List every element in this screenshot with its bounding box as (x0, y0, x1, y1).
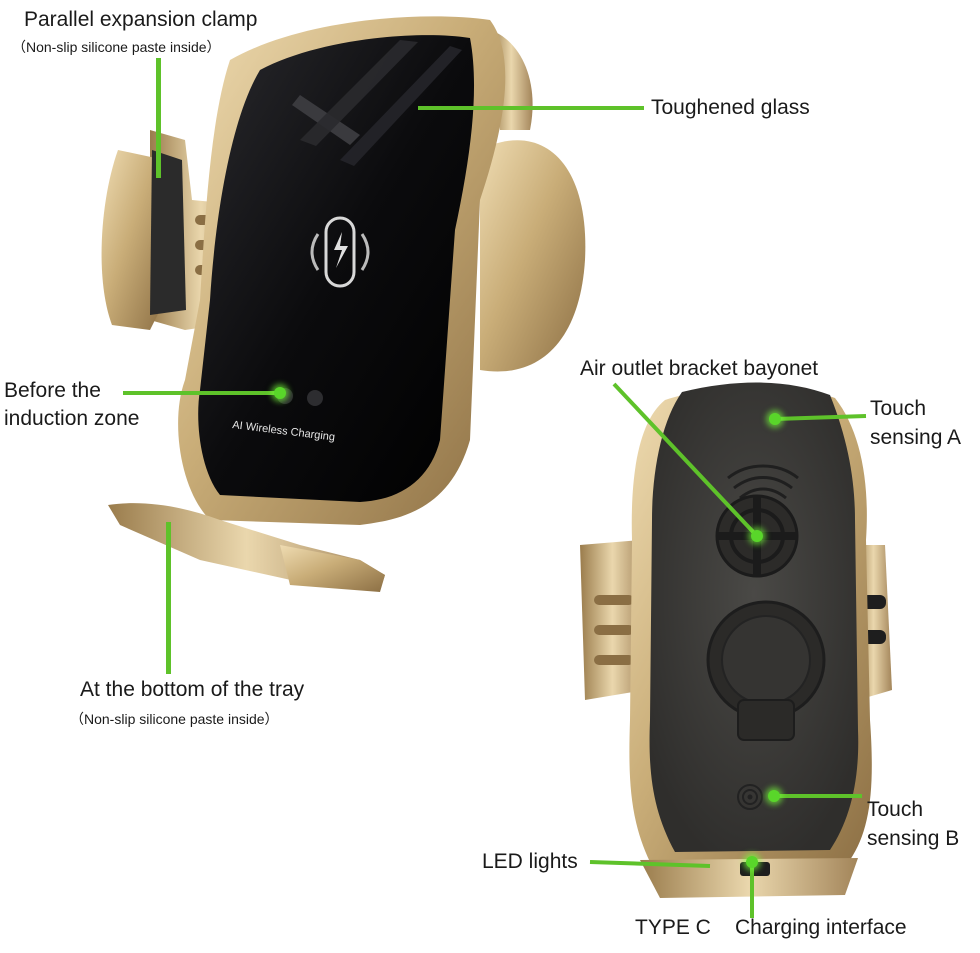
touch-b-marker (768, 790, 780, 802)
label-bayonet: Air outlet bracket bayonet (580, 357, 819, 380)
back-charger (580, 382, 892, 898)
leader-line-clamp (156, 58, 161, 178)
leader-line-induction (123, 391, 278, 395)
type-c-marker (746, 856, 758, 868)
front-charger: AI Wireless Charging (101, 16, 586, 592)
fingerprint-icon (737, 784, 763, 810)
induction-point-marker (274, 387, 286, 399)
leader-line-glass (418, 106, 644, 110)
wireless-charging-icon (310, 216, 370, 288)
label-touch-b-1: Touch (867, 798, 924, 821)
label-touch-a-1: Touch (870, 397, 927, 420)
right-clamp-pad (480, 140, 586, 372)
label-clamp-note: （Non-slip silicone paste inside） (12, 39, 221, 55)
toughened-glass (198, 35, 475, 502)
label-led: LED lights (482, 850, 578, 873)
label-touch-a-2: sensing A (870, 426, 962, 449)
label-induction-1: Before the (4, 379, 101, 402)
label-glass: Toughened glass (651, 96, 810, 119)
label-induction-2: induction zone (4, 407, 140, 430)
label-charging: Charging interface (735, 916, 907, 939)
bayonet-marker (751, 530, 763, 542)
label-type-c: TYPE C (635, 916, 711, 939)
mount-disk (706, 600, 826, 741)
label-clamp-title: Parallel expansion clamp (24, 8, 258, 31)
label-tray-note: （Non-slip silicone paste inside） (70, 711, 279, 727)
label-touch-b-2: sensing B (867, 827, 960, 850)
back-bottom-tray (640, 858, 858, 898)
touch-a-marker (769, 413, 781, 425)
label-tray-title: At the bottom of the tray (80, 678, 305, 701)
leader-line-tray (166, 522, 171, 674)
left-clamp-pad (101, 150, 165, 330)
sensor-dot (307, 390, 323, 406)
air-vent-grille (727, 464, 799, 500)
left-clamp-grip (150, 150, 186, 315)
